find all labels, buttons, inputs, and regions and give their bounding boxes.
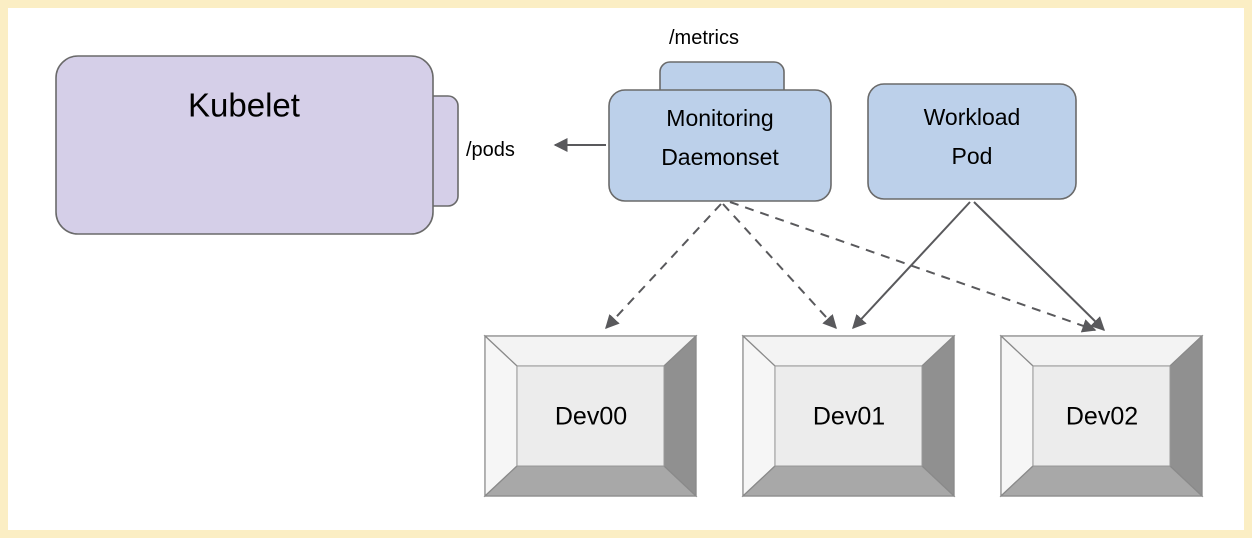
node-workload-pod[interactable]: Workload Pod — [867, 83, 1077, 200]
edge-daemonset-to-dev01 — [722, 203, 837, 330]
edge-daemonset-to-dev02 — [729, 201, 1097, 333]
node-device-2[interactable]: Dev02 — [999, 334, 1204, 498]
edge-workload-to-dev01 — [852, 201, 971, 330]
monitoring-daemonset-label-line1: Monitoring — [666, 105, 773, 131]
pods-endpoint-label: /pods — [466, 139, 515, 161]
metrics-endpoint-label: /metrics — [669, 27, 739, 49]
workload-pod-label-line2: Pod — [952, 143, 993, 169]
node-kubelet[interactable]: Kubelet — [55, 55, 434, 235]
kubelet-label: Kubelet — [188, 87, 300, 124]
device-1-label: Dev01 — [813, 403, 885, 431]
workload-pod-label-line1: Workload — [924, 104, 1021, 130]
device-0-label: Dev00 — [555, 403, 627, 431]
node-monitoring-daemonset[interactable]: Monitoring Daemonset — [608, 89, 832, 202]
monitoring-daemonset-label-line2: Daemonset — [661, 144, 779, 170]
device-2-label: Dev02 — [1066, 403, 1138, 431]
architecture-diagram: Kubelet /pods /metrics Monitoring Daemon… — [55, 27, 1204, 498]
edge-workload-to-dev02 — [973, 201, 1105, 331]
edge-daemonset-to-dev00 — [605, 203, 722, 330]
node-device-0[interactable]: Dev00 — [483, 334, 698, 498]
node-device-1[interactable]: Dev01 — [741, 334, 956, 498]
